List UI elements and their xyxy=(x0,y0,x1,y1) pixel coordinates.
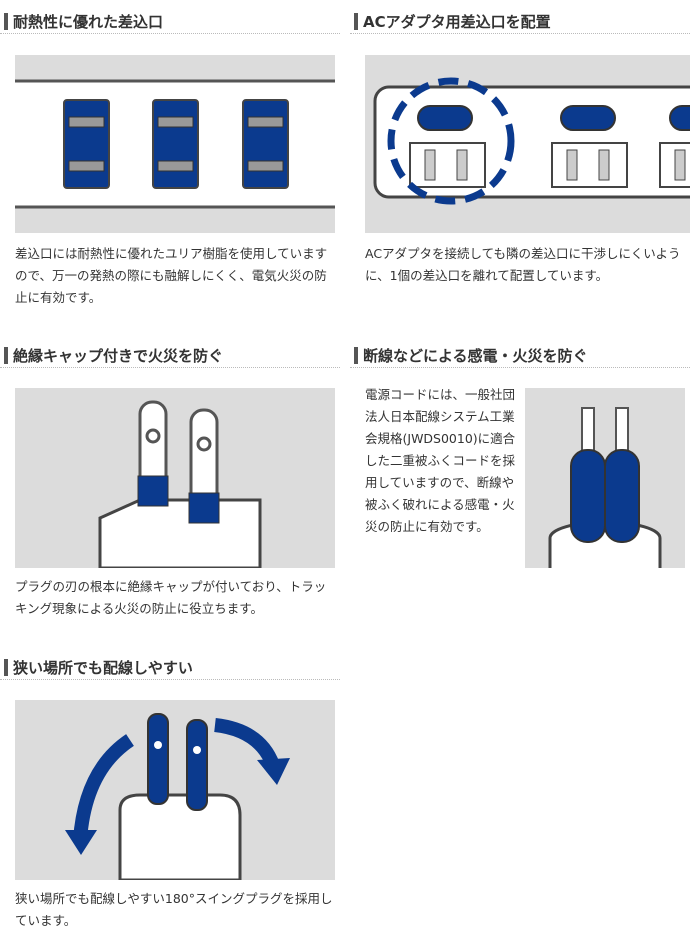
heading-disconnection: 断線などによる感電・火災を防ぐ xyxy=(350,344,690,368)
heat-resistant-outlet-image xyxy=(15,55,335,233)
heading-ac-adapter: ACアダプタ用差込口を配置 xyxy=(350,10,690,34)
swing-plug-image xyxy=(15,700,335,880)
insulation-cap-text: プラグの刃の根本に絶縁キャップが付いており、トラッキング現象による火災の防止に役… xyxy=(15,579,327,616)
ac-adapter-outlet-image xyxy=(365,55,690,233)
insulation-cap-image xyxy=(15,388,335,568)
heading-insulation-cap: 絶縁キャップ付きで火災を防ぐ xyxy=(0,344,340,368)
heading-swing-plug: 狭い場所でも配線しやすい xyxy=(0,656,340,680)
ac-adapter-text: ACアダプタを接続しても隣の差込口に干渉しにくいように、1個の差込口を離れて配置… xyxy=(365,246,681,283)
swing-plug-text: 狭い場所でも配線しやすい180°スイングプラグを採用しています。 xyxy=(15,891,333,928)
heat-resistant-text: 差込口には耐熱性に優れたユリア樹脂を使用していますので、万一の発熱の際にも融解し… xyxy=(15,246,328,305)
heading-heat-resistant: 耐熱性に優れた差込口 xyxy=(0,10,340,34)
double-insulated-cord-image xyxy=(525,388,685,568)
disconnection-text: 電源コードには、一般社団法人日本配線システム工業会規格(JWDS0010)に適合… xyxy=(365,387,516,534)
